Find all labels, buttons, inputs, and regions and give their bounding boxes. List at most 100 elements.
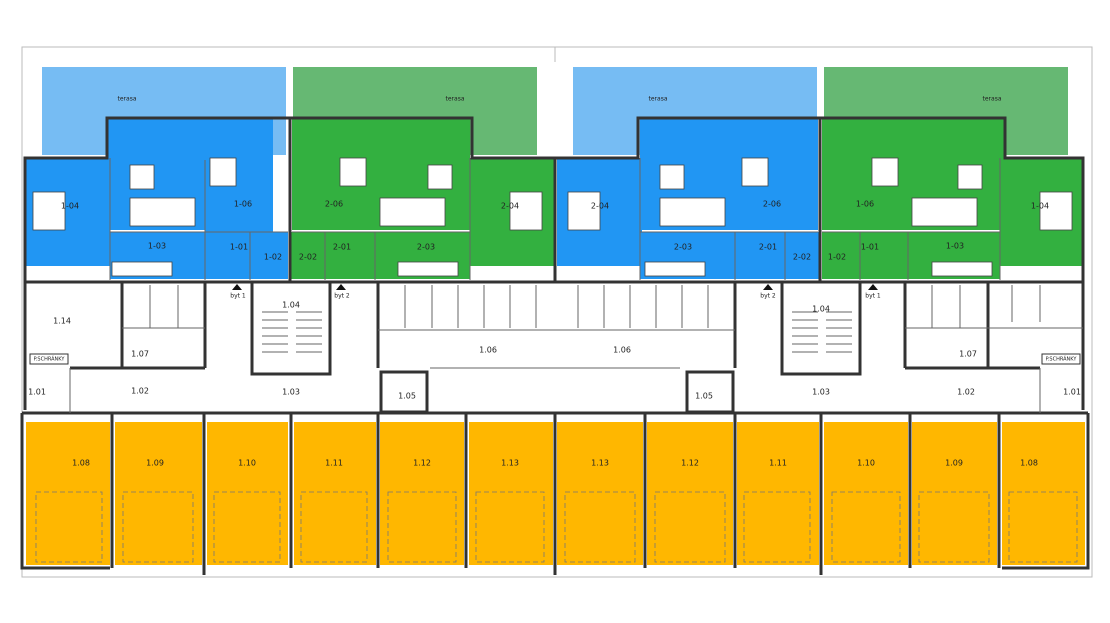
entrance-label: byt 2 (334, 293, 350, 300)
entrance-label: byt 1 (865, 293, 881, 300)
room-label: 1-04 (61, 202, 79, 211)
room-label: 1-02 (264, 253, 282, 262)
garage-1-09-left (115, 422, 202, 565)
room-label: 1-02 (828, 253, 846, 262)
sofa (129, 197, 196, 227)
entrance-label: byt 2 (760, 293, 776, 300)
entrance-arrow (232, 284, 242, 290)
entrance-arrow (868, 284, 878, 290)
terrace-label: terasa (446, 96, 465, 103)
cellar-dividers (122, 285, 1083, 329)
garage-label: 1.09 (146, 459, 164, 468)
stair-treads (262, 311, 852, 353)
room-label: 2-03 (417, 243, 435, 252)
bathtub (931, 261, 993, 277)
terrace-label: terasa (983, 96, 1002, 103)
space-label: 1.02 (131, 387, 149, 396)
garage-1-11-right (737, 422, 819, 565)
bed (509, 191, 543, 231)
garage-label: 1.10 (238, 459, 256, 468)
garage-1-08-right (1002, 422, 1085, 565)
space-label: 1.03 (282, 388, 300, 397)
entrance-label: byt 1 (230, 293, 246, 300)
bathtub (397, 261, 459, 277)
bed (32, 191, 66, 231)
space-label: 1.06 (479, 346, 497, 355)
room-1-02-b (822, 232, 860, 279)
labels: terasa terasa terasa terasa 1-04 1-06 1-… (28, 96, 1081, 468)
walls (20, 116, 1090, 575)
space-label: 1.04 (282, 301, 300, 310)
space-label: 1.14 (53, 317, 71, 326)
furniture (32, 157, 1073, 277)
space-label: 1.01 (1063, 388, 1081, 397)
room-2-02 (290, 232, 325, 279)
terrace-label: terasa (118, 96, 137, 103)
entrance-arrow (763, 284, 773, 290)
room-1-01-b (860, 232, 908, 279)
entrance-arrow (336, 284, 346, 290)
room-2-01 (325, 232, 375, 279)
room-label: 2-03 (674, 243, 692, 252)
space-label: 1.05 (695, 392, 713, 401)
armchair (659, 164, 685, 190)
room-1-02 (250, 232, 288, 279)
garage-1-10-right (824, 422, 908, 565)
dining-table (209, 157, 237, 187)
garage-1-13-left (469, 422, 553, 565)
sofa (911, 197, 978, 227)
room-label: 2-01 (759, 243, 777, 252)
room-2-01-b (735, 232, 785, 279)
space-label: 1.04 (812, 305, 830, 314)
dining-table (871, 157, 899, 187)
garage-label: 1.08 (1020, 459, 1038, 468)
room-label: 1-01 (861, 243, 879, 252)
room-1-01 (205, 232, 250, 279)
garage-1-12-right (647, 422, 733, 565)
garage-label: 1.10 (857, 459, 875, 468)
garage-label: 1.11 (325, 459, 343, 468)
room-label: 1-03 (946, 242, 964, 251)
room-label: 2-06 (325, 200, 343, 209)
garage-label: 1.13 (501, 459, 519, 468)
garage-1-13-right (557, 422, 643, 565)
mailbox-right (1041, 353, 1081, 365)
bed (567, 191, 601, 231)
garages (26, 422, 1085, 565)
garage-label: 1.09 (945, 459, 963, 468)
garage-label: 1.13 (591, 459, 609, 468)
armchair (427, 164, 453, 190)
room-2-02-b (785, 232, 820, 279)
armchair (957, 164, 983, 190)
garage-label: 1.08 (72, 459, 90, 468)
bathtub (644, 261, 706, 277)
room-label: 1-06 (234, 200, 252, 209)
space-label: 1.06 (613, 346, 631, 355)
space-label: 1.01 (28, 388, 46, 397)
room-label: 2-02 (299, 253, 317, 262)
bed (1039, 191, 1073, 231)
space-label: 1.02 (957, 388, 975, 397)
garage-1-09-right (912, 422, 997, 565)
garage-1-08-left (26, 422, 110, 565)
room-label: 1-03 (148, 242, 166, 251)
terrace-label: terasa (649, 96, 668, 103)
mailbox-left (29, 353, 69, 365)
garage-1-11-left (294, 422, 376, 565)
space-label: 1.05 (398, 392, 416, 401)
dining-table (339, 157, 367, 187)
room-label: 2-04 (501, 202, 519, 211)
armchair (129, 164, 155, 190)
room-label: 2-01 (333, 243, 351, 252)
garage-label: 1.11 (769, 459, 787, 468)
room-label: 2-06 (763, 200, 781, 209)
room-label: 1-01 (230, 243, 248, 252)
room-label: 1-04 (1031, 202, 1049, 211)
mailbox-label: P.SCHRÁNKY (1046, 356, 1078, 363)
space-label: 1.07 (131, 350, 149, 359)
garage-label: 1.12 (681, 459, 699, 468)
entrance-markers (232, 284, 878, 290)
sofa (659, 197, 726, 227)
room-label: 2-02 (793, 253, 811, 262)
